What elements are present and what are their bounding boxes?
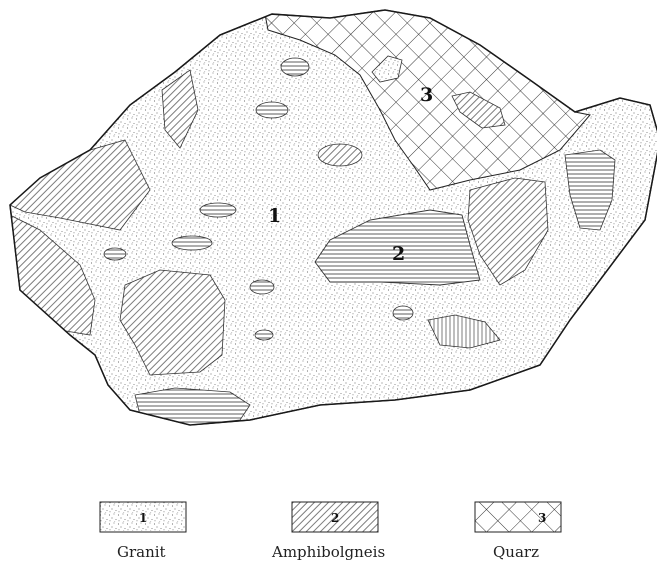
legend-key: 2 — [331, 511, 339, 525]
legend-key: 3 — [538, 511, 546, 525]
lens-left-small — [104, 248, 126, 260]
lens-center-4 — [255, 330, 273, 340]
legend-item-quartz: 3 Quarz — [475, 502, 561, 561]
map-label-quartz: 3 — [420, 84, 433, 106]
lens-mid-right — [318, 144, 362, 166]
map-label-amphibolgneis: 2 — [392, 243, 405, 265]
lens-right-small — [393, 306, 413, 320]
map-label-granite: 1 — [268, 205, 281, 227]
lens-bottom — [135, 388, 250, 425]
legend-key: 1 — [139, 511, 147, 525]
lens-center-3 — [250, 280, 274, 294]
legend-swatch-crosshatch — [475, 502, 561, 532]
legend: 1 Granit 2 Amphibolgneis 3 Quarz — [100, 502, 561, 561]
lens-top — [281, 58, 309, 76]
legend-item-amphibolgneis: 2 Amphibolgneis — [271, 502, 385, 561]
legend-caption: Amphibolgneis — [271, 543, 385, 561]
legend-caption: Quarz — [493, 543, 539, 561]
legend-item-granite: 1 Granit — [100, 502, 186, 561]
legend-caption: Granit — [117, 543, 166, 561]
lens-center — [200, 203, 236, 217]
lens-center-2 — [172, 236, 212, 250]
lens-upper — [256, 102, 288, 118]
